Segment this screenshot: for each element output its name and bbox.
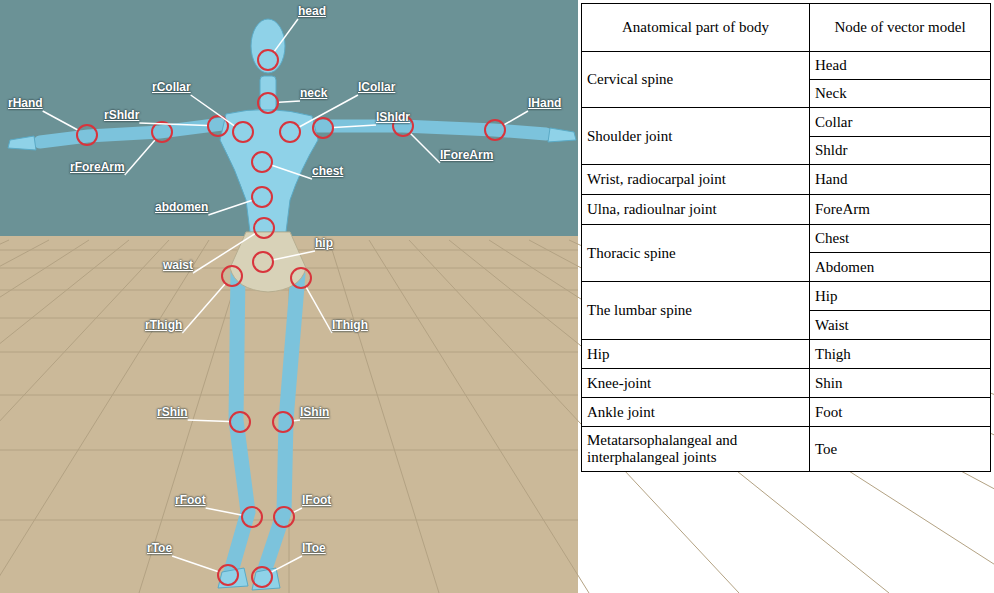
joint-label: waist	[163, 258, 193, 272]
joint-circle	[252, 567, 272, 587]
joint-circle	[77, 125, 97, 145]
floor	[0, 236, 578, 593]
joint-label: lShin	[300, 405, 329, 419]
joint-label: lForeArm	[440, 148, 493, 162]
table-header: Anatomical part of body	[581, 3, 810, 52]
floor-grid	[0, 240, 994, 593]
leader-lines	[43, 19, 528, 572]
joint-label: rForeArm	[70, 160, 125, 174]
joint-circle	[252, 187, 272, 207]
joint-circle	[254, 218, 274, 238]
table-cell: Hand	[809, 164, 991, 195]
table-cell: Shin	[809, 368, 991, 398]
joint-label: neck	[300, 86, 327, 100]
table-cell: Metatarsophalangeal and interphalangeal …	[581, 426, 810, 472]
table-cell: Neck	[809, 79, 991, 108]
leader-line	[208, 200, 251, 215]
joint-markers	[77, 50, 505, 587]
joint-circle	[233, 122, 253, 142]
joint-circle	[485, 120, 505, 140]
joint-circle	[258, 93, 278, 113]
joint-label: rThigh	[145, 318, 182, 332]
joint-circle	[258, 50, 278, 70]
table-cell: Thoracic spine	[581, 224, 810, 282]
leader-line	[279, 101, 300, 102]
table-cell: Wrist, radiocarpal joint	[581, 164, 810, 195]
joint-label: rToe	[147, 541, 172, 555]
joint-label: abdomen	[155, 200, 208, 214]
table-cell: Hip	[581, 339, 810, 369]
table-cell: Shldr	[809, 136, 991, 165]
joint-label: rHand	[8, 96, 43, 110]
table-cell: Ankle joint	[581, 397, 810, 427]
joint-label: rFoot	[175, 493, 206, 507]
joint-label: rShldr	[104, 108, 139, 122]
leader-line	[411, 134, 440, 163]
joint-circle	[252, 152, 272, 172]
leader-line	[505, 111, 528, 125]
leader-line	[193, 234, 255, 273]
leader-line	[274, 251, 315, 260]
table-cell: Chest	[809, 224, 991, 253]
leader-line	[294, 419, 300, 421]
leader-line	[206, 508, 242, 515]
table-cell: The lumbar spine	[581, 281, 810, 340]
joint-circle	[152, 122, 172, 142]
wall	[0, 0, 578, 236]
leader-line	[294, 508, 302, 512]
leader-line	[334, 125, 376, 127]
leader-line	[274, 19, 298, 51]
leader-line	[172, 556, 217, 571]
joint-label: hip	[315, 236, 333, 250]
leader-line	[125, 140, 155, 175]
table-cell: Shoulder joint	[581, 107, 810, 165]
joint-label: chest	[312, 164, 343, 178]
table-cell: Foot	[809, 397, 991, 427]
joint-circle	[218, 565, 238, 585]
joint-label: head	[298, 4, 326, 18]
joint-label: lShldr	[376, 110, 410, 124]
joint-circle	[273, 412, 293, 432]
joint-circle	[291, 268, 311, 288]
joint-label: lCollar	[358, 80, 395, 94]
table-cell: Toe	[809, 426, 991, 472]
table-cell: Hip	[809, 281, 991, 311]
table-cell: ForeArm	[809, 194, 991, 225]
table-cell: Collar	[809, 107, 991, 137]
joint-circle	[253, 252, 273, 272]
table-cell: Ulna, radioulnar joint	[581, 194, 810, 225]
joint-circle	[274, 507, 294, 527]
leader-line	[139, 123, 207, 126]
table-cell: Thigh	[809, 339, 991, 369]
leader-line	[191, 95, 234, 126]
leader-line	[306, 288, 332, 333]
table-cell: Cervical spine	[581, 51, 810, 108]
joint-label: rCollar	[152, 80, 191, 94]
joint-circle	[222, 266, 242, 286]
joint-label: lThigh	[332, 318, 368, 332]
leader-line	[43, 111, 78, 130]
figure	[8, 19, 576, 590]
table-header: Node of vector model	[809, 3, 991, 52]
leader-line	[182, 284, 224, 333]
joint-label: lHand	[528, 96, 561, 110]
leader-line	[272, 556, 302, 572]
table-cell: Waist	[809, 310, 991, 340]
joint-label: lFoot	[302, 493, 331, 507]
joint-label: lToe	[302, 541, 326, 555]
leader-line	[272, 166, 312, 179]
leader-line	[188, 420, 229, 422]
joint-circle	[230, 412, 250, 432]
table-cell: Knee-joint	[581, 368, 810, 398]
table-cell: Head	[809, 51, 991, 80]
joint-circle	[280, 122, 300, 142]
joint-circle	[242, 507, 262, 527]
joint-circle	[313, 118, 333, 138]
joint-label: rShin	[157, 405, 188, 419]
table-cell: Abdomen	[809, 252, 991, 282]
